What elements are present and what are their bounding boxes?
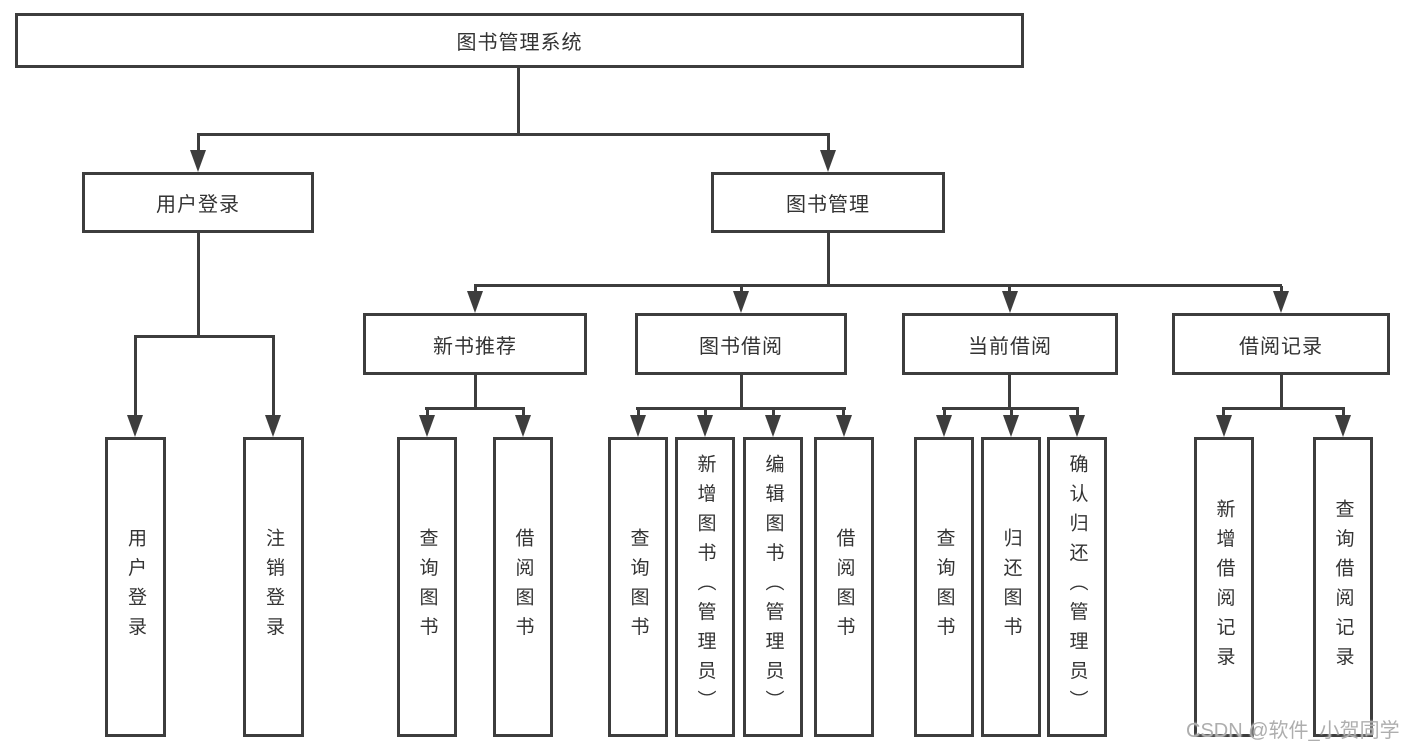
- connector-line: [772, 409, 775, 416]
- connector-line: [740, 286, 743, 292]
- connector-line: [704, 409, 707, 416]
- connector-line: [134, 337, 137, 416]
- arrowhead-down-icon: [697, 415, 713, 437]
- connector-line: [1222, 409, 1225, 416]
- node-borrowing-records: 借阅记录: [1172, 313, 1390, 375]
- arrowhead-down-icon: [936, 415, 952, 437]
- connector-line: [1222, 407, 1345, 410]
- arrowhead-down-icon: [419, 415, 435, 437]
- node-new-book-recommend: 新书推荐: [363, 313, 587, 375]
- leaf-logout: 注销登录: [243, 437, 304, 737]
- arrowhead-down-icon: [515, 415, 531, 437]
- connector-line: [517, 66, 520, 135]
- connector-line: [134, 335, 275, 338]
- arrowhead-down-icon: [836, 415, 852, 437]
- leaf-query-books-borrowing: 查询图书: [608, 437, 668, 737]
- connector-line: [1008, 373, 1011, 409]
- arrowhead-down-icon: [733, 291, 749, 313]
- connector-line: [637, 409, 640, 416]
- connector-line: [827, 135, 830, 151]
- connector-line: [1076, 409, 1079, 416]
- leaf-borrow-books-borrowing: 借阅图书: [814, 437, 874, 737]
- node-current-borrowing: 当前借阅: [902, 313, 1118, 375]
- node-user-login: 用户登录: [82, 172, 314, 233]
- leaf-borrow-books-recommend: 借阅图书: [493, 437, 553, 737]
- leaf-confirm-return-admin: 确认归还（管理员）: [1047, 437, 1107, 737]
- leaf-query-books-current: 查询图书: [914, 437, 974, 737]
- connector-line: [740, 373, 743, 409]
- connector-line: [943, 409, 946, 416]
- connector-line: [636, 407, 846, 410]
- connector-line: [426, 409, 429, 416]
- connector-line: [842, 409, 845, 416]
- arrowhead-down-icon: [1335, 415, 1351, 437]
- connector-line: [197, 135, 200, 151]
- node-book-management: 图书管理: [711, 172, 945, 233]
- arrowhead-down-icon: [467, 291, 483, 313]
- connector-line: [1342, 409, 1345, 416]
- connector-line: [522, 409, 525, 416]
- connector-line: [1008, 286, 1011, 292]
- arrowhead-down-icon: [190, 150, 206, 172]
- connector-line: [197, 133, 830, 136]
- watermark: CSDN @软件_小贺同学: [1186, 720, 1400, 742]
- arrowhead-down-icon: [630, 415, 646, 437]
- leaf-edit-book-admin: 编辑图书（管理员）: [743, 437, 803, 737]
- leaf-add-book-admin: 新增图书（管理员）: [675, 437, 735, 737]
- arrowhead-down-icon: [820, 150, 836, 172]
- arrowhead-down-icon: [1216, 415, 1232, 437]
- connector-line: [1280, 373, 1283, 409]
- connector-line: [474, 284, 1282, 287]
- arrowhead-down-icon: [1273, 291, 1289, 313]
- connector-line: [1280, 286, 1283, 292]
- arrowhead-down-icon: [265, 415, 281, 437]
- connector-line: [272, 337, 275, 416]
- connector-line: [474, 373, 477, 409]
- connector-line: [197, 231, 200, 337]
- leaf-query-borrow-record: 查询借阅记录: [1313, 437, 1373, 737]
- connector-line: [474, 286, 477, 292]
- connector-line: [1010, 409, 1013, 416]
- arrowhead-down-icon: [1069, 415, 1085, 437]
- connector-line: [425, 407, 525, 410]
- leaf-return-books: 归还图书: [981, 437, 1041, 737]
- leaf-query-books-recommend: 查询图书: [397, 437, 457, 737]
- leaf-user-login: 用户登录: [105, 437, 166, 737]
- node-book-borrowing: 图书借阅: [635, 313, 847, 375]
- arrowhead-down-icon: [1003, 415, 1019, 437]
- arrowhead-down-icon: [1002, 291, 1018, 313]
- arrowhead-down-icon: [765, 415, 781, 437]
- connector-line: [942, 407, 1079, 410]
- connector-line: [827, 231, 830, 286]
- node-library-system: 图书管理系统: [15, 13, 1024, 68]
- arrowhead-down-icon: [127, 415, 143, 437]
- leaf-add-borrow-record: 新增借阅记录: [1194, 437, 1254, 737]
